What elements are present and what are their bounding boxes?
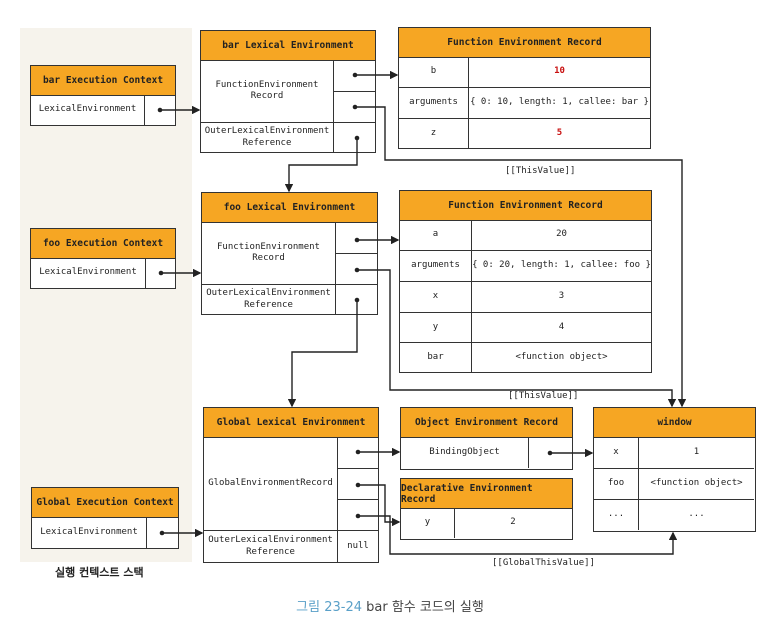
foo-function-environment-record: Function Environment Record a 20 argumen… (399, 190, 652, 373)
bar-fer-title: Function Environment Record (399, 28, 650, 58)
bar-le-outer: OuterLexicalEnvironment Reference (201, 122, 333, 152)
bar-ec-title: bar Execution Context (31, 66, 175, 96)
record-value: 10 (468, 57, 650, 87)
arrow-foo-outer (287, 300, 358, 408)
record-key: arguments (400, 250, 471, 281)
global-le-title: Global Lexical Environment (204, 408, 378, 438)
record-value: 5 (468, 118, 650, 148)
foo-fer-title: Function Environment Record (400, 191, 651, 221)
record-value: 3 (471, 281, 651, 312)
bar-lexical-environment: bar Lexical Environment FunctionEnvironm… (200, 30, 376, 153)
bar-le-title: bar Lexical Environment (201, 31, 375, 61)
pointer-cell (333, 91, 375, 122)
execution-context-stack-label: 실행 컨텍스트 스택 (55, 566, 144, 579)
global-this-value-label: [[GlobalThisValue]] (492, 558, 595, 568)
bar-le-record: FunctionEnvironment Record (215, 79, 319, 101)
record-value: <function object> (638, 468, 754, 499)
object-er-title: Object Environment Record (401, 408, 572, 438)
record-value: <function object> (471, 342, 651, 372)
pointer-cell (144, 95, 175, 125)
record-key: foo (594, 468, 638, 499)
foo-le-outer: OuterLexicalEnvironment Reference (202, 284, 335, 314)
record-key: a (432, 229, 439, 240)
global-ec-lexical-env: LexicalEnvironment (40, 526, 138, 537)
pointer-cell (145, 258, 175, 288)
pointer-cell (335, 253, 377, 284)
global-ec-title: Global Execution Context (32, 488, 178, 518)
bar-this-value-label: [[ThisValue]] (505, 166, 576, 176)
window-title: window (594, 408, 755, 438)
bar-execution-context: bar Execution Context LexicalEnvironment (30, 65, 176, 126)
global-execution-context: Global Execution Context LexicalEnvironm… (31, 487, 179, 549)
record-value: 20 (471, 220, 651, 250)
pointer-cell (335, 284, 377, 314)
record-value: 4 (471, 312, 651, 342)
pointer-cell (333, 60, 375, 91)
record-key: y (400, 312, 471, 342)
global-le-outer-value: null (337, 530, 378, 562)
arrow-global-this (358, 515, 678, 555)
pointer-cell (337, 468, 378, 499)
figure-caption: 그림 23-24 bar 함수 코드의 실행 (0, 596, 780, 615)
bar-function-environment-record: Function Environment Record b 10 argumen… (398, 27, 651, 149)
foo-le-record: FunctionEnvironment Record (217, 241, 320, 263)
foo-ec-lexical-env: LexicalEnvironment (39, 267, 137, 278)
record-key: b (430, 66, 437, 77)
record-key: ... (594, 499, 638, 530)
global-le-record: GlobalEnvironmentRecord (208, 477, 333, 488)
arrow-bar-outer (284, 138, 358, 193)
foo-this-value-label: [[ThisValue]] (508, 391, 579, 401)
record-key: bar (400, 342, 471, 372)
global-lexical-environment: Global Lexical Environment GlobalEnviron… (203, 407, 379, 563)
foo-ec-title: foo Execution Context (31, 229, 175, 259)
record-value: 1 (638, 437, 754, 468)
arrow-foo-this (357, 269, 677, 408)
record-key: y (424, 517, 431, 528)
object-environment-record: Object Environment Record BindingObject (400, 407, 573, 470)
bar-ec-lexical-env: LexicalEnvironment (38, 104, 137, 115)
arrow-decl-record (358, 484, 401, 527)
window-object: window x 1 foo <function object> ... ... (593, 407, 756, 532)
record-value: 2 (454, 508, 571, 538)
pointer-cell (333, 122, 375, 152)
pointer-cell (146, 517, 177, 548)
figure-text: bar 함수 코드의 실행 (362, 600, 484, 615)
record-key: x (400, 281, 471, 312)
record-value: { 0: 10, length: 1, callee: bar } (468, 87, 650, 118)
record-value: ... (638, 499, 754, 530)
figure-number: 그림 23-24 (296, 600, 362, 615)
global-le-outer: OuterLexicalEnvironment Reference (204, 530, 337, 562)
foo-lexical-environment: foo Lexical Environment FunctionEnvironm… (201, 192, 378, 315)
binding-object: BindingObject (429, 446, 500, 457)
foo-execution-context: foo Execution Context LexicalEnvironment (30, 228, 176, 289)
record-value: { 0: 20, length: 1, callee: foo } (471, 250, 651, 281)
foo-le-title: foo Lexical Environment (202, 193, 377, 223)
pointer-cell (528, 437, 571, 468)
arrow-bar-this (355, 106, 687, 408)
pointer-cell (335, 222, 377, 253)
record-key: z (399, 118, 468, 148)
pointer-cell (337, 437, 378, 468)
decl-er-title: Declarative Environment Record (401, 479, 572, 509)
pointer-cell (337, 499, 378, 530)
record-key: arguments (399, 87, 468, 118)
record-key: x (613, 446, 619, 457)
declarative-environment-record: Declarative Environment Record y 2 (400, 478, 573, 540)
